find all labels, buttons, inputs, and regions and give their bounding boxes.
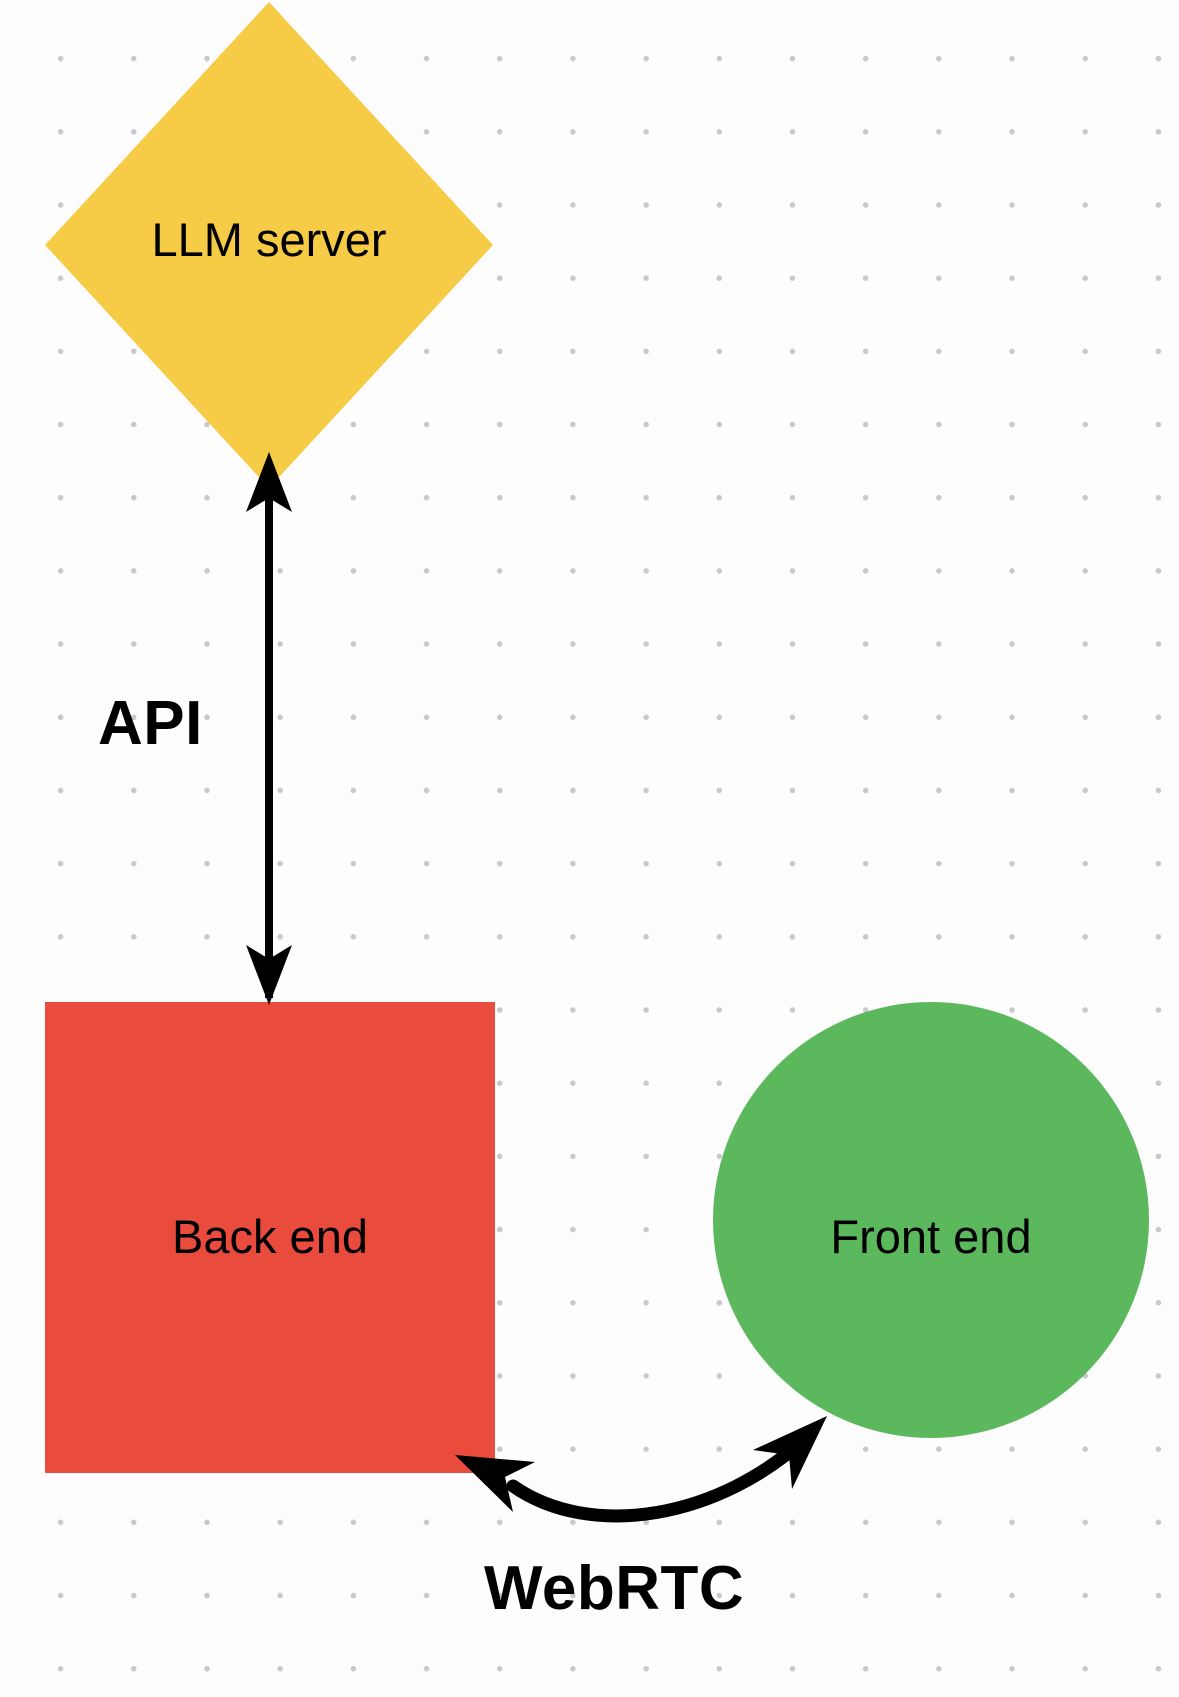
api-arrowhead-up xyxy=(246,452,292,512)
webrtc-edge-label: WebRTC xyxy=(484,1554,745,1623)
back-end-square[interactable] xyxy=(45,1002,495,1473)
llm-server-label: LLM server xyxy=(151,213,387,266)
webrtc-arrowhead-right xyxy=(753,1416,827,1489)
front-end-label: Front end xyxy=(830,1210,1032,1263)
api-connector[interactable] xyxy=(246,452,292,1005)
api-edge-label: API xyxy=(98,689,203,758)
webrtc-arrowhead-left xyxy=(455,1455,535,1512)
back-end-label: Back end xyxy=(172,1210,368,1263)
llm-server-diamond[interactable] xyxy=(45,2,493,488)
api-arrowhead-down xyxy=(246,945,292,1005)
webrtc-connector[interactable] xyxy=(455,1416,827,1523)
front-end-circle[interactable] xyxy=(713,1002,1149,1438)
